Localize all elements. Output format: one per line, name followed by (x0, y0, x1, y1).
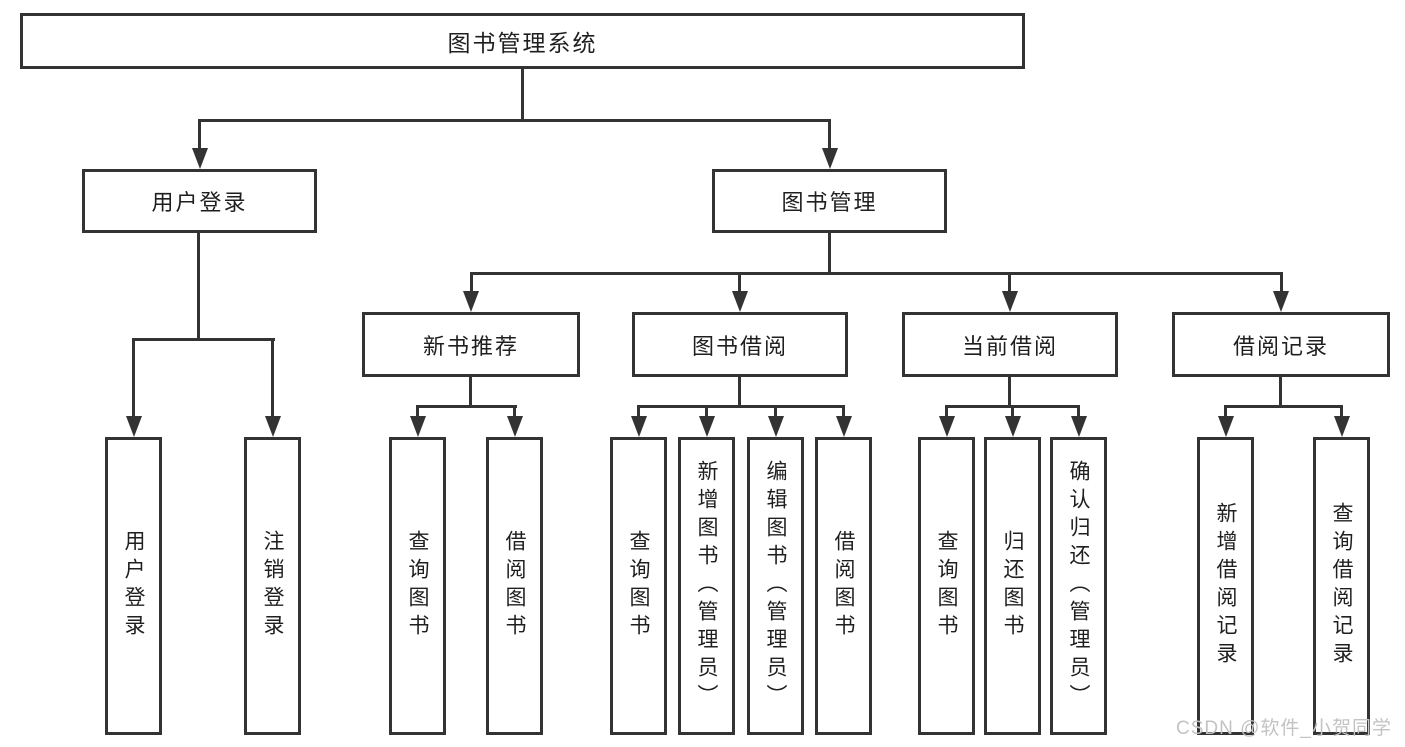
connector-vertical (774, 405, 777, 419)
node-user-login: 用户登录 (82, 169, 317, 233)
node-new-book-recommendation: 新书推荐 (362, 312, 580, 377)
connector-vertical (1077, 405, 1080, 419)
node-label: 新增借阅记录 (1214, 502, 1237, 670)
node-label: 编辑图书（管理员） (764, 460, 787, 712)
arrow-down-icon (265, 416, 281, 437)
connector-vertical (738, 376, 741, 407)
arrow-down-icon (1005, 416, 1021, 437)
arrow-down-icon (463, 291, 479, 312)
arrow-down-icon (768, 416, 784, 437)
node-leaf-confirm-return-admin: 确认归还（管理员） (1050, 437, 1107, 735)
connector-vertical (1008, 272, 1011, 294)
node-leaf-borrow-books-recommend: 借阅图书 (486, 437, 543, 735)
connector-vertical (1340, 405, 1343, 419)
node-leaf-add-borrow-record: 新增借阅记录 (1197, 437, 1254, 735)
connector-vertical (945, 405, 948, 419)
arrow-down-icon (836, 416, 852, 437)
connector-vertical (1280, 272, 1283, 294)
node-book-borrowing: 图书借阅 (632, 312, 848, 377)
connector-vertical (271, 338, 274, 418)
node-label: 借阅图书 (503, 530, 526, 642)
node-label: 图书管理系统 (447, 30, 598, 56)
node-leaf-return-books: 归还图书 (984, 437, 1041, 735)
node-leaf-query-books-borrowing: 查询图书 (610, 437, 667, 735)
node-book-management: 图书管理 (712, 169, 947, 233)
connector-vertical (842, 405, 845, 419)
connector-horizontal (470, 272, 1283, 275)
arrow-down-icon (1002, 291, 1018, 312)
arrow-down-icon (507, 416, 523, 437)
node-current-borrowing: 当前借阅 (902, 312, 1118, 377)
node-borrowing-records: 借阅记录 (1172, 312, 1390, 377)
node-label: 归还图书 (1001, 530, 1024, 642)
connector-vertical (197, 233, 200, 340)
connector-vertical (705, 405, 708, 419)
connector-horizontal (416, 405, 517, 408)
node-leaf-query-borrow-record: 查询借阅记录 (1313, 437, 1370, 735)
arrow-down-icon (126, 416, 142, 437)
node-library-management-system: 图书管理系统 (20, 13, 1025, 69)
node-label: 确认归还（管理员） (1067, 460, 1090, 712)
node-label: 当前借阅 (961, 333, 1058, 359)
arrow-down-icon (822, 148, 838, 169)
arrow-down-icon (410, 416, 426, 437)
node-leaf-query-books-current: 查询图书 (918, 437, 975, 735)
node-label: 用户登录 (151, 190, 248, 215)
connector-vertical (470, 272, 473, 294)
connector-vertical (637, 405, 640, 419)
node-leaf-borrow-books: 借阅图书 (815, 437, 872, 735)
connector-horizontal (132, 338, 275, 341)
node-label: 查询图书 (935, 530, 958, 642)
node-leaf-query-books-recommend: 查询图书 (389, 437, 446, 735)
node-label: 查询图书 (406, 530, 429, 642)
arrow-down-icon (631, 416, 647, 437)
connector-vertical (1279, 376, 1282, 407)
arrow-down-icon (1218, 416, 1234, 437)
connector-vertical (513, 405, 516, 419)
connector-vertical (521, 69, 524, 121)
connector-vertical (828, 232, 831, 274)
arrow-down-icon (1071, 416, 1087, 437)
node-leaf-edit-books-admin: 编辑图书（管理员） (747, 437, 804, 735)
arrow-down-icon (192, 148, 208, 169)
csdn-watermark: CSDN @软件_小贺同学 (1176, 718, 1392, 739)
connector-vertical (1011, 405, 1014, 419)
node-label: 查询借阅记录 (1330, 502, 1353, 670)
node-label: 借阅记录 (1232, 333, 1329, 359)
connector-vertical (1224, 405, 1227, 419)
node-label: 图书借阅 (691, 333, 788, 359)
connector-vertical (416, 405, 419, 419)
node-label: 用户登录 (122, 530, 145, 642)
arrow-down-icon (699, 416, 715, 437)
connector-horizontal (198, 119, 831, 122)
arrow-down-icon (1334, 416, 1350, 437)
node-label: 借阅图书 (832, 530, 855, 642)
connector-vertical (198, 119, 201, 150)
arrow-down-icon (732, 291, 748, 312)
node-label: 注销登录 (261, 530, 284, 642)
node-label: 查询图书 (627, 530, 650, 642)
node-leaf-add-books-admin: 新增图书（管理员） (678, 437, 735, 735)
connector-vertical (738, 272, 741, 294)
node-label: 新增图书（管理员） (695, 460, 718, 712)
connector-vertical (132, 338, 135, 418)
node-leaf-user-login: 用户登录 (105, 437, 162, 735)
arrow-down-icon (939, 416, 955, 437)
connector-vertical (1008, 376, 1011, 407)
connector-vertical (469, 376, 472, 407)
node-label: 图书管理 (781, 190, 878, 215)
node-label: 新书推荐 (422, 333, 519, 359)
connector-horizontal (1224, 405, 1343, 408)
node-leaf-logout: 注销登录 (244, 437, 301, 735)
connector-horizontal (637, 405, 845, 408)
connector-vertical (828, 119, 831, 150)
arrow-down-icon (1273, 291, 1289, 312)
